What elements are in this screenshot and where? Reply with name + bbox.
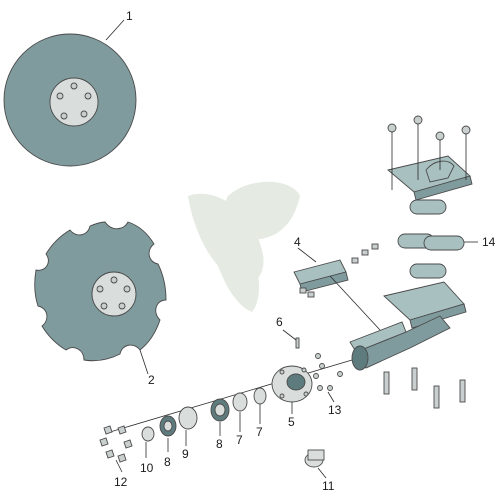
callout-8a: 8	[216, 437, 223, 451]
smooth-disc	[3, 33, 137, 167]
callout-6: 6	[276, 315, 283, 329]
clamp-nuts	[299, 243, 379, 298]
callout-13: 13	[328, 403, 342, 417]
axle-components	[141, 387, 267, 442]
frame-nuts-top	[387, 115, 471, 141]
end-cap	[304, 449, 325, 468]
watermark-logo	[188, 181, 300, 312]
callout-14: 14	[482, 235, 496, 249]
callout-leaders	[105, 19, 478, 479]
frame-bushings	[397, 199, 465, 279]
grease-nipple	[295, 337, 300, 349]
disc-bolt-holes-2	[96, 276, 131, 310]
callout-12: 12	[114, 475, 128, 489]
mounting-frame	[349, 115, 473, 409]
disc-nuts	[99, 425, 133, 463]
frame-leader-lines	[391, 124, 467, 190]
callout-labels: 1 2 4 6 5 7 7 8 9 8 10 12 13 11 14	[114, 9, 496, 493]
callout-4: 4	[294, 235, 301, 249]
hub-bolts	[313, 353, 343, 391]
notched-disc	[34, 221, 167, 362]
callout-5: 5	[288, 415, 295, 429]
callout-8b: 8	[164, 455, 171, 469]
axle-line	[109, 359, 353, 433]
disc-bolt-holes-1	[56, 82, 92, 120]
callout-10: 10	[140, 461, 154, 475]
callout-7b: 7	[236, 433, 243, 447]
hub	[271, 337, 313, 403]
clamp-bracket	[293, 243, 381, 331]
callout-1: 1	[126, 9, 133, 23]
frame-bolts-bottom	[383, 367, 466, 409]
callout-2: 2	[148, 373, 155, 387]
callout-9: 9	[182, 447, 189, 461]
callout-7a: 7	[256, 425, 263, 439]
callout-11: 11	[322, 479, 335, 493]
